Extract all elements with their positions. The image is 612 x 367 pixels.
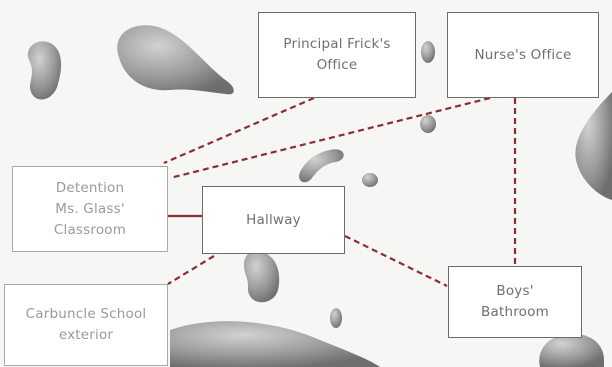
splat-teardrop-top	[117, 25, 234, 95]
splat-blob-left	[27, 41, 62, 100]
node-label: Hallway	[246, 211, 301, 228]
splat-dot-small	[362, 173, 378, 187]
link-nurse-detention	[169, 96, 491, 180]
node-boys-bathroom: Boys' Bathroom	[448, 266, 582, 338]
node-nurses-office: Nurse's Office	[447, 12, 599, 98]
splat-dot-lower	[330, 308, 342, 328]
node-principal-fricks-office: Principal Frick's Office	[258, 12, 416, 98]
splat-squiggle	[299, 149, 344, 183]
splat-blob-bottom-right	[539, 333, 604, 367]
node-hallway: Hallway	[202, 186, 345, 254]
link-hallway-exterior	[167, 255, 215, 285]
splat-blob-lower	[243, 251, 280, 303]
splat-dot-mid	[420, 115, 436, 133]
splat-drip-right	[575, 92, 612, 200]
splat-puddle-bottom	[170, 321, 380, 367]
node-label: Detention Ms. Glass' Classroom	[53, 179, 127, 238]
node-label: Boys' Bathroom	[481, 283, 549, 320]
node-detention-classroom: Detention Ms. Glass' Classroom	[12, 166, 168, 252]
node-label: Principal Frick's Office	[283, 36, 391, 73]
node-label: Carbuncle School exterior	[25, 306, 147, 343]
splat-dot-top	[421, 41, 435, 63]
link-principal-detention	[163, 96, 315, 165]
node-label: Nurse's Office	[474, 46, 572, 63]
link-hallway-bathroom	[344, 235, 448, 287]
node-carbuncle-school-exterior: Carbuncle School exterior	[4, 284, 168, 366]
